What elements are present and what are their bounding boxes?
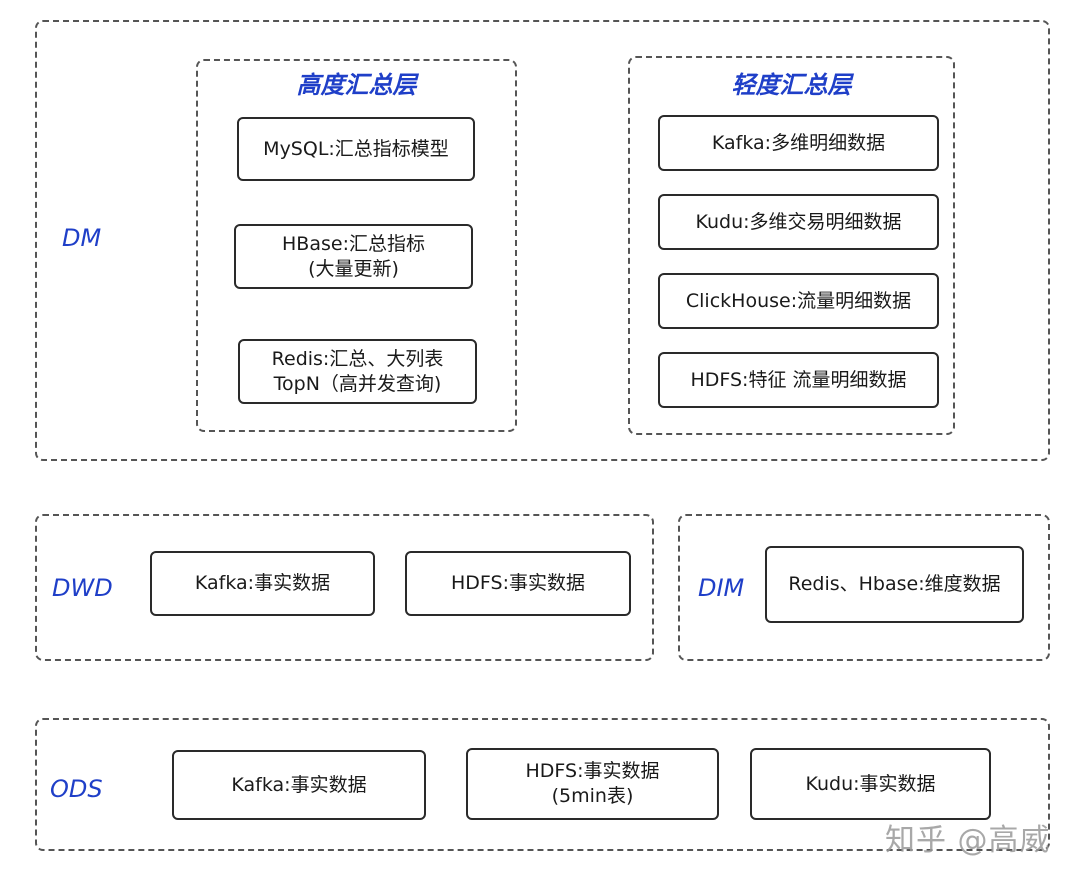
dm-layer-group — [35, 20, 1050, 461]
box-text-line: Kudu:事实数据 — [805, 772, 936, 795]
high-summary-group — [196, 59, 517, 432]
ods-hdfs-box: HDFS:事实数据 (5min表) — [466, 748, 719, 820]
dwd-layer-group — [35, 514, 654, 661]
ods-layer-label: ODS — [50, 775, 103, 803]
ods-kudu-box: Kudu:事实数据 — [750, 748, 991, 820]
ods-layer-group — [35, 718, 1050, 851]
box-text-line: TopN（高并发查询) — [273, 372, 442, 395]
dim-redis-hbase-box: Redis、Hbase:维度数据 — [765, 546, 1024, 623]
box-text-line: HDFS:事实数据 — [525, 760, 660, 783]
box-text-line: Kafka:事实数据 — [231, 773, 367, 796]
box-text-line: Kafka:多维明细数据 — [711, 131, 886, 154]
light-summary-group — [628, 56, 955, 435]
box-text-line: Kafka:事实数据 — [194, 572, 331, 595]
dwd-kafka-box: Kafka:事实数据 — [150, 551, 375, 616]
dim-layer-label: DIM — [698, 574, 745, 602]
box-text-line: HBase:汇总指标 — [282, 232, 425, 255]
kudu-multidim-box: Kudu:多维交易明细数据 — [658, 194, 939, 250]
dwd-hdfs-box: HDFS:事实数据 — [405, 551, 631, 616]
box-text-line: Redis:汇总、大列表 — [271, 347, 444, 370]
box-text-line: (5min表) — [551, 785, 634, 807]
hbase-summary-box: HBase:汇总指标 (大量更新) — [234, 224, 473, 289]
clickhouse-traffic-box: ClickHouse:流量明细数据 — [658, 273, 939, 329]
kafka-multidim-box: Kafka:多维明细数据 — [658, 115, 939, 171]
dim-layer-group — [678, 514, 1050, 661]
redis-summary-box: Redis:汇总、大列表 TopN（高并发查询) — [238, 339, 477, 404]
box-text-line: MySQL:汇总指标模型 — [263, 137, 449, 160]
dwd-layer-label: DWD — [52, 574, 113, 602]
light-summary-title: 轻度汇总层 — [731, 71, 852, 99]
box-text-line: HDFS:特征 流量明细数据 — [690, 368, 907, 391]
watermark: 知乎 @高威 — [885, 823, 1051, 858]
box-text-line: HDFS:事实数据 — [451, 572, 585, 595]
hdfs-feature-box: HDFS:特征 流量明细数据 — [658, 352, 939, 408]
dm-layer-label: DM — [62, 224, 102, 252]
box-text-line: Redis、Hbase:维度数据 — [788, 573, 1001, 596]
box-text-line: Kudu:多维交易明细数据 — [695, 210, 902, 233]
high-summary-title: 高度汇总层 — [296, 71, 417, 99]
box-text-line: ClickHouse:流量明细数据 — [685, 289, 912, 312]
mysql-summary-box: MySQL:汇总指标模型 — [237, 117, 475, 181]
ods-kafka-box: Kafka:事实数据 — [172, 750, 426, 820]
box-text-line: (大量更新) — [308, 257, 399, 280]
